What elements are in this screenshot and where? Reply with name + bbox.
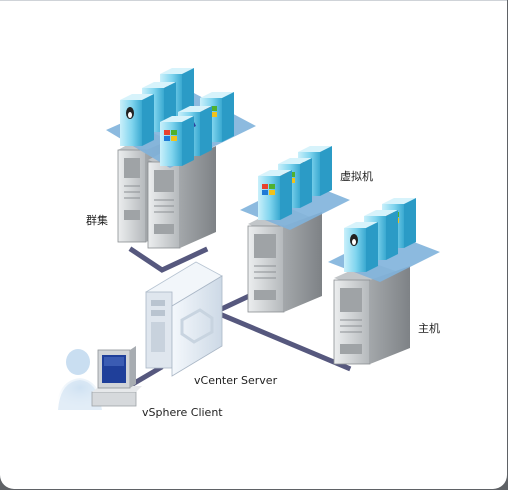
cluster-servers: N N bbox=[106, 68, 256, 249]
vm-box bbox=[344, 222, 378, 272]
label-host: 主机 bbox=[418, 322, 440, 335]
vm-box bbox=[258, 170, 292, 220]
host-middle bbox=[240, 146, 350, 313]
cable-cluster bbox=[128, 246, 209, 273]
vm-box bbox=[120, 94, 154, 146]
host-right: N bbox=[328, 198, 440, 365]
vcenter-server bbox=[145, 261, 223, 377]
label-cluster: 群集 bbox=[86, 214, 108, 227]
cable-vcenter-host2 bbox=[211, 308, 352, 372]
label-client: vSphere Client bbox=[142, 406, 223, 419]
vm-box bbox=[160, 116, 194, 166]
cluster-vms: N N bbox=[120, 68, 234, 166]
label-vcenter: vCenter Server bbox=[194, 374, 278, 387]
host-right-vms: N bbox=[344, 198, 416, 272]
frame-top-line bbox=[0, 0, 507, 1]
vsphere-client bbox=[56, 346, 142, 410]
host-middle-vms bbox=[258, 146, 332, 220]
label-vm: 虚拟机 bbox=[340, 170, 373, 183]
